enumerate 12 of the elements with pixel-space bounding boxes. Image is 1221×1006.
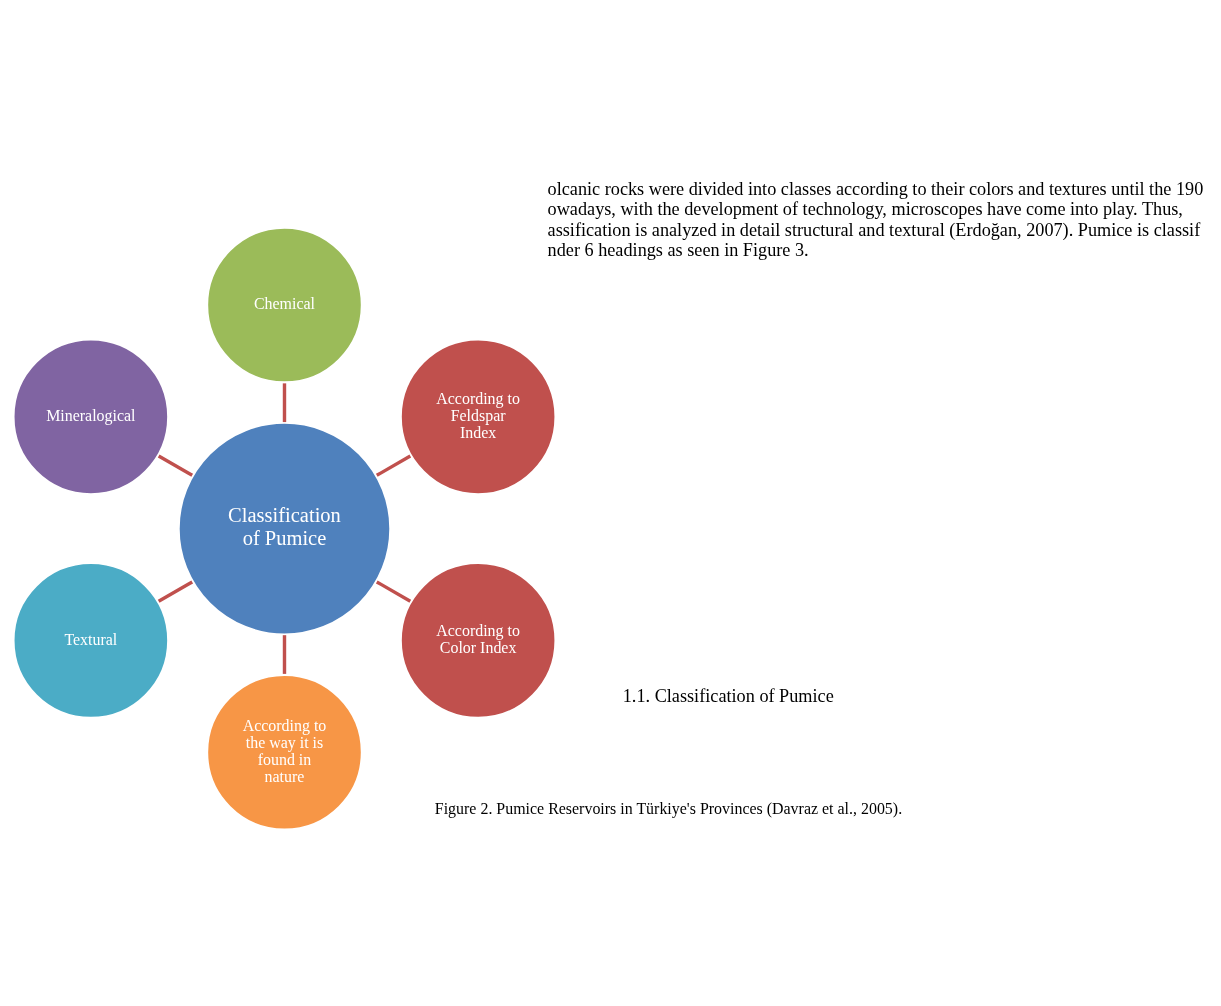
connector (157, 454, 194, 477)
label: Figure 2. Pumice Reservoirs in Türkiye's Provinces (Davraz et al., 2005). (434, 800, 903, 818)
label: 1.1. Classification of Pumice (622, 685, 834, 706)
connector (375, 580, 412, 603)
node-circle: Classification of Pumice (176, 420, 393, 637)
connector (375, 454, 412, 477)
node-circle: Mineralogical (11, 337, 171, 497)
connector (157, 580, 194, 603)
label: olcanic rocks were divided into classes according to their colors and textures until the 190 owadays, with the development of technology, microscopes have come into play. Thus, assification is analyzed in detail structural and textural (Erdoğan, 2007). Pumice is classif nder 6 headings as seen in Figure 3. (547, 178, 1204, 261)
connector (282, 635, 287, 674)
node-circle: According to Feldspar Index (398, 337, 558, 497)
connector (282, 383, 287, 423)
